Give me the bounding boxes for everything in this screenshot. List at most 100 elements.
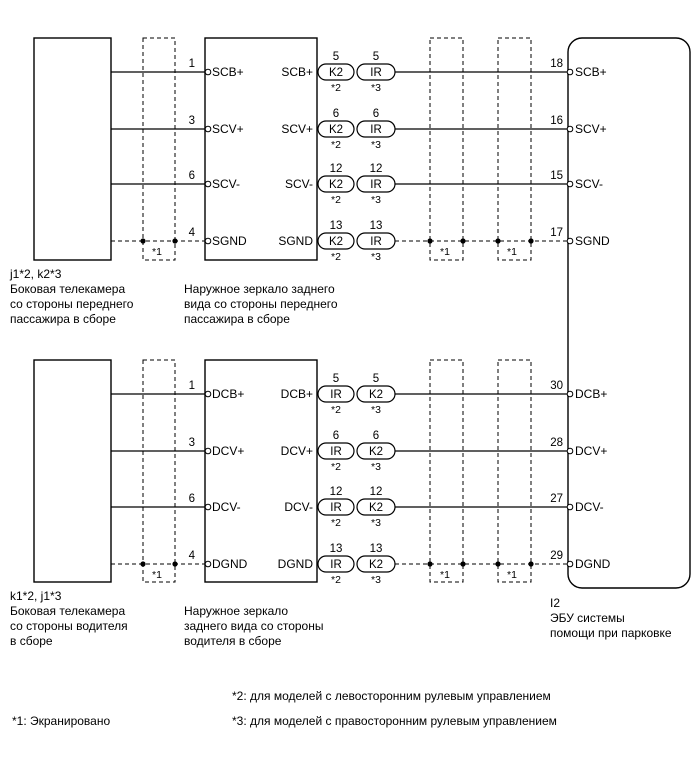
connector-pin-number: 6 xyxy=(333,430,339,442)
connector-code: IR xyxy=(330,502,342,514)
ecu-caption-line: помощи при парковке xyxy=(550,626,672,640)
connector-code: K2 xyxy=(369,502,383,514)
mirror-camera-side-label: DCV- xyxy=(212,500,241,514)
mirror-ecu-side-label: DGND xyxy=(278,557,314,571)
shield-marker: *1 xyxy=(152,569,162,581)
legend-rhd-note: *3: для моделей с правосторонним рулевым… xyxy=(232,714,557,728)
mirror-caption-line: вида со стороны переднего xyxy=(184,297,338,311)
terminal-circle xyxy=(204,447,212,455)
passenger-camera-box xyxy=(33,37,112,261)
splice-dot xyxy=(528,561,534,567)
connector-code: IR xyxy=(370,179,382,191)
ecu-terminal-label: DGND xyxy=(575,557,611,571)
ecu-code: I2 xyxy=(550,596,560,610)
ecu-terminal-label: SCV+ xyxy=(575,122,607,136)
inline-connector-a xyxy=(317,555,355,573)
connector-pin-number: 5 xyxy=(373,373,379,385)
connector-note: *2 xyxy=(331,82,341,94)
mirror-caption-line: водителя в сборе xyxy=(184,634,282,648)
connector-pin-number: 13 xyxy=(370,543,383,555)
camera-pin-number: 6 xyxy=(189,493,195,505)
connector-pin-number: 12 xyxy=(370,163,383,175)
connector-pin-number: 6 xyxy=(373,430,379,442)
inline-connector-b xyxy=(356,498,396,516)
terminal-circle xyxy=(566,390,574,398)
terminal-circle xyxy=(204,180,212,188)
connector-code: K2 xyxy=(329,179,343,191)
connector-note: *3 xyxy=(371,404,381,416)
passenger-shield-mid xyxy=(429,37,464,261)
camera-pin-number: 4 xyxy=(189,550,196,562)
connector-pin-number: 13 xyxy=(330,220,343,232)
ecu-terminal-label: SCV- xyxy=(575,177,603,191)
mirror-ecu-side-label: DCB+ xyxy=(281,387,313,401)
mirror-ecu-side-label: SGND xyxy=(278,234,313,248)
camera-caption-line: j1*2, k2*3 xyxy=(9,267,62,281)
legend-lhd-note: *2: для моделей с левосторонним рулевым … xyxy=(232,689,551,703)
ecu-terminal-label: SGND xyxy=(575,234,610,248)
splice-dot xyxy=(172,561,178,567)
camera-caption-line: Боковая телекамера xyxy=(10,604,125,618)
connector-code: IR xyxy=(330,446,342,458)
driver-shield-left xyxy=(142,359,176,583)
legend-shielded-note: *1: Экранировано xyxy=(12,714,110,728)
ecu-terminal-label: DCB+ xyxy=(575,387,607,401)
connector-code: K2 xyxy=(369,559,383,571)
driver-camera-box xyxy=(33,359,112,583)
terminal-circle xyxy=(566,68,574,76)
inline-connector-b xyxy=(356,63,396,81)
mirror-ecu-side-label: SCV+ xyxy=(281,122,313,136)
connector-code: K2 xyxy=(329,67,343,79)
terminal-circle xyxy=(204,68,212,76)
inline-connector-a xyxy=(317,498,355,516)
connector-pin-number: 5 xyxy=(333,51,339,63)
mirror-caption-line: пассажира в сборе xyxy=(184,312,290,326)
terminal-circle xyxy=(566,125,574,133)
inline-connector-a xyxy=(317,120,355,138)
ecu-pin-number: 27 xyxy=(550,493,563,505)
camera-pin-number: 1 xyxy=(189,380,195,392)
splice-dot xyxy=(460,561,466,567)
mirror-ecu-side-label: SCB+ xyxy=(281,65,313,79)
connector-pin-number: 13 xyxy=(370,220,383,232)
mirror-camera-side-label: DCV+ xyxy=(212,444,244,458)
ecu-pin-number: 16 xyxy=(550,115,563,127)
connector-note: *3 xyxy=(371,82,381,94)
connector-pin-number: 13 xyxy=(330,543,343,555)
inline-connector-b xyxy=(356,555,396,573)
inline-connector-b xyxy=(356,232,396,250)
connector-pin-number: 12 xyxy=(370,486,383,498)
inline-connector-b xyxy=(356,120,396,138)
connector-note: *2 xyxy=(331,517,341,529)
ecu-pin-number: 30 xyxy=(550,380,563,392)
splice-dot xyxy=(140,238,146,244)
ecu-terminal-label: DCV- xyxy=(575,500,604,514)
driver-shield-mid xyxy=(429,359,464,583)
splice-dot xyxy=(427,238,433,244)
driver-mirror-box xyxy=(204,359,318,583)
camera-pin-number: 4 xyxy=(189,227,196,239)
connector-note: *2 xyxy=(331,404,341,416)
ecu-terminal-label: SCB+ xyxy=(575,65,607,79)
mirror-camera-side-label: DCB+ xyxy=(212,387,244,401)
connector-code: K2 xyxy=(369,389,383,401)
mirror-camera-side-label: SCV+ xyxy=(212,122,244,136)
mirror-ecu-side-label: DCV- xyxy=(284,500,313,514)
parking-assist-ecu-box xyxy=(567,37,691,589)
connector-note: *2 xyxy=(331,194,341,206)
shield-marker: *1 xyxy=(507,246,517,258)
splice-dot xyxy=(460,238,466,244)
connector-code: K2 xyxy=(329,236,343,248)
splice-dot xyxy=(495,238,501,244)
mirror-caption-line: Наружное зеркало заднего xyxy=(184,282,335,296)
connector-note: *2 xyxy=(331,139,341,151)
inline-connector-b xyxy=(356,175,396,193)
splice-dot xyxy=(528,238,534,244)
